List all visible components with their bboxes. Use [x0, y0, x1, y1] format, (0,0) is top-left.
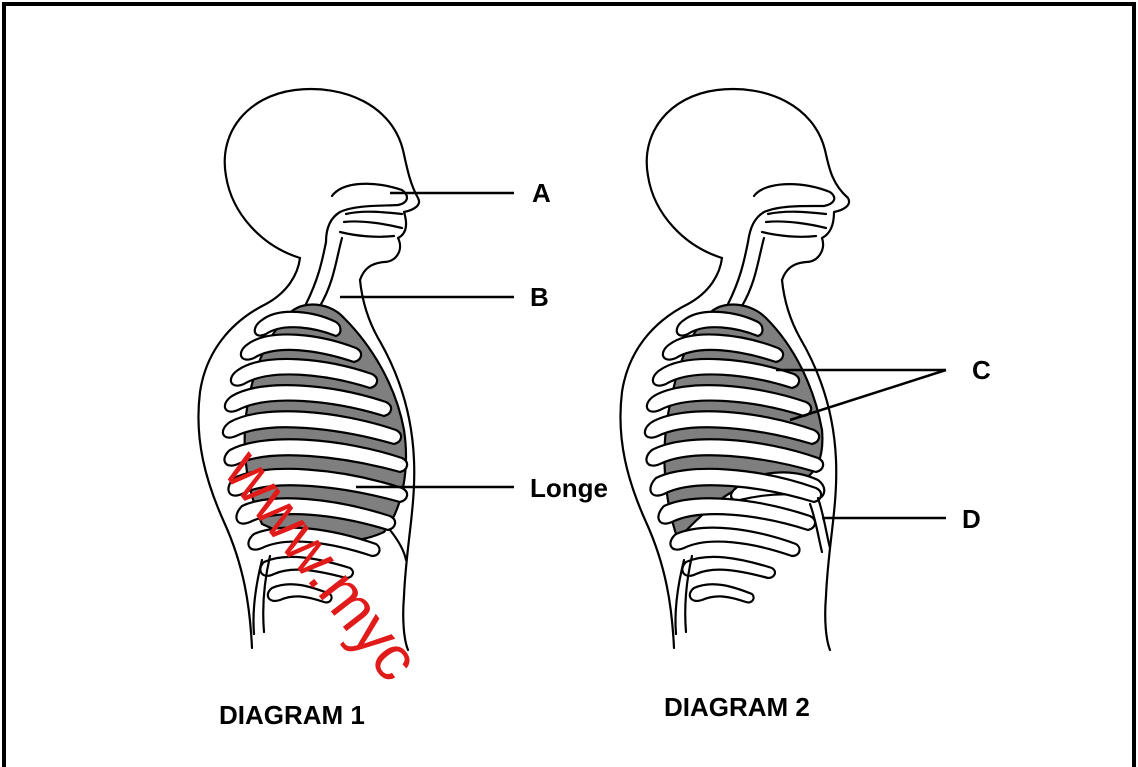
outer-border — [4, 4, 1134, 767]
head-outline-2 — [647, 89, 849, 280]
label-lung: Longe — [530, 473, 608, 503]
label-b: B — [530, 282, 549, 312]
trachea — [306, 242, 326, 304]
label-c: C — [972, 355, 991, 385]
caption-diagram-2: DIAGRAM 2 — [664, 692, 810, 722]
caption-diagram-1: DIAGRAM 1 — [219, 700, 365, 730]
trachea-2 — [728, 242, 748, 304]
head-outline — [225, 89, 419, 280]
label-d: D — [962, 504, 981, 534]
label-a: A — [532, 178, 551, 208]
